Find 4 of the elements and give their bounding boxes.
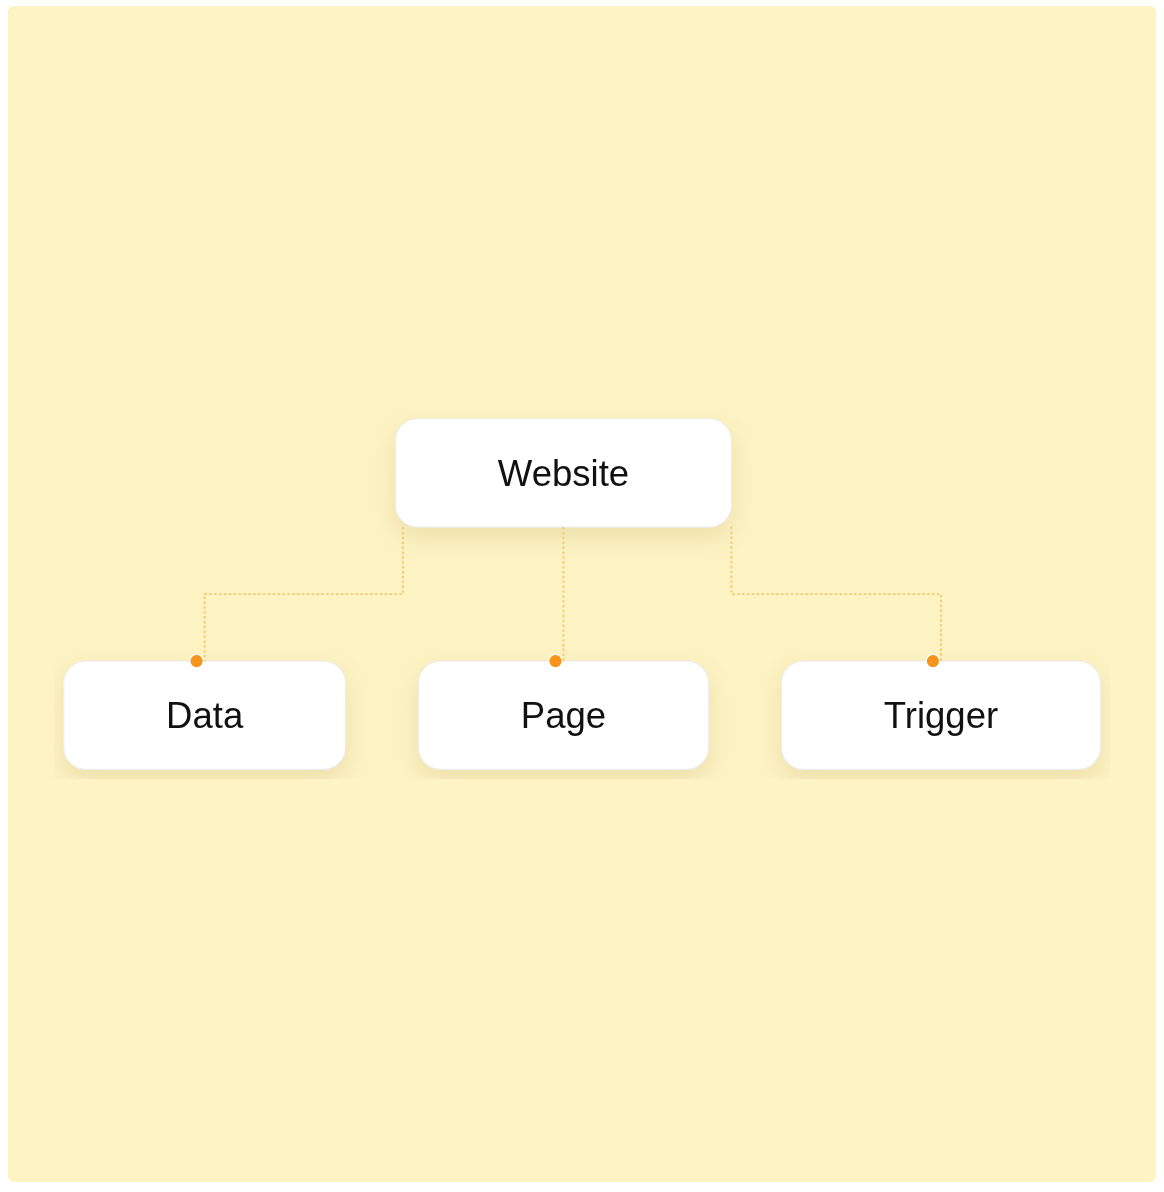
node-box: [780, 660, 1101, 770]
node-box: [394, 418, 732, 528]
node-box: [63, 660, 346, 770]
node-box: [417, 660, 709, 770]
